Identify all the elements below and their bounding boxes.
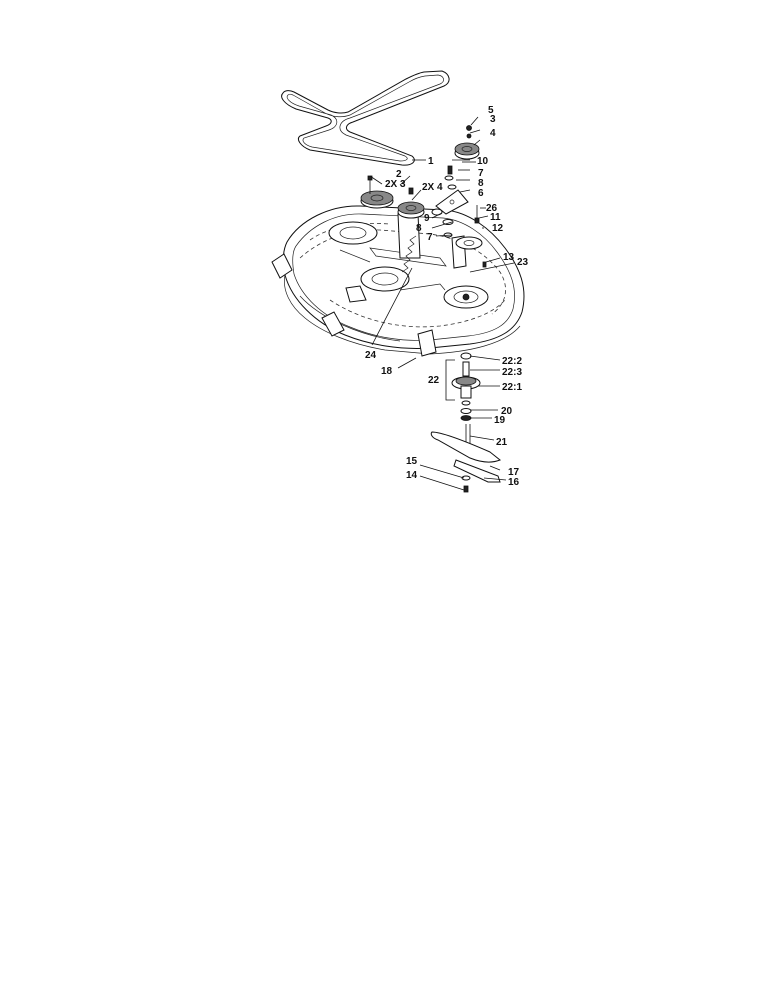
callout-10: 10 — [477, 156, 489, 167]
callout-8a: 8 — [478, 178, 484, 189]
leader-lines — [369, 116, 515, 491]
callout-14: 14 — [406, 470, 418, 481]
callout-22-2: 22:2 — [502, 356, 522, 367]
drive-belt — [281, 70, 450, 166]
callout-4: 4 — [490, 128, 496, 139]
callout-20: 20 — [501, 406, 513, 417]
callout-6: 6 — [478, 188, 484, 199]
callout-19: 19 — [494, 415, 506, 426]
callout-2x4: 2X 4 — [422, 182, 443, 193]
callout-22-1: 22:1 — [502, 382, 522, 393]
callout-11: 11 — [490, 212, 501, 223]
callout-7b: 7 — [427, 232, 433, 243]
callout-26: 26 — [486, 203, 498, 214]
callout-21: 21 — [496, 437, 508, 448]
blade-assembly — [430, 424, 501, 493]
callout-2: 2 — [396, 169, 402, 180]
callout-3: 3 — [490, 114, 496, 125]
spindle-assembly — [445, 352, 481, 421]
callout-1: 1 — [428, 156, 434, 167]
callout-23: 23 — [517, 257, 529, 268]
callout-7a: 7 — [478, 168, 484, 179]
callout-15: 15 — [406, 456, 418, 467]
callout-labels: 1 2 2X 3 2X 4 5 3 4 10 7 8 6 26 9 11 8 1… — [365, 105, 529, 488]
callout-22: 22 — [428, 375, 440, 386]
callout-5: 5 — [488, 105, 494, 116]
callout-22-3: 22:3 — [502, 367, 522, 378]
callout-18: 18 — [381, 366, 393, 377]
right-pulley-stack — [431, 125, 487, 268]
callout-17: 17 — [508, 467, 520, 478]
callout-9: 9 — [424, 213, 430, 224]
callout-13: 13 — [503, 252, 515, 263]
callout-8b: 8 — [416, 223, 422, 234]
callout-12: 12 — [492, 223, 504, 234]
callout-24: 24 — [365, 350, 377, 361]
callout-2x3: 2X 3 — [385, 179, 406, 190]
callout-16: 16 — [508, 477, 520, 488]
